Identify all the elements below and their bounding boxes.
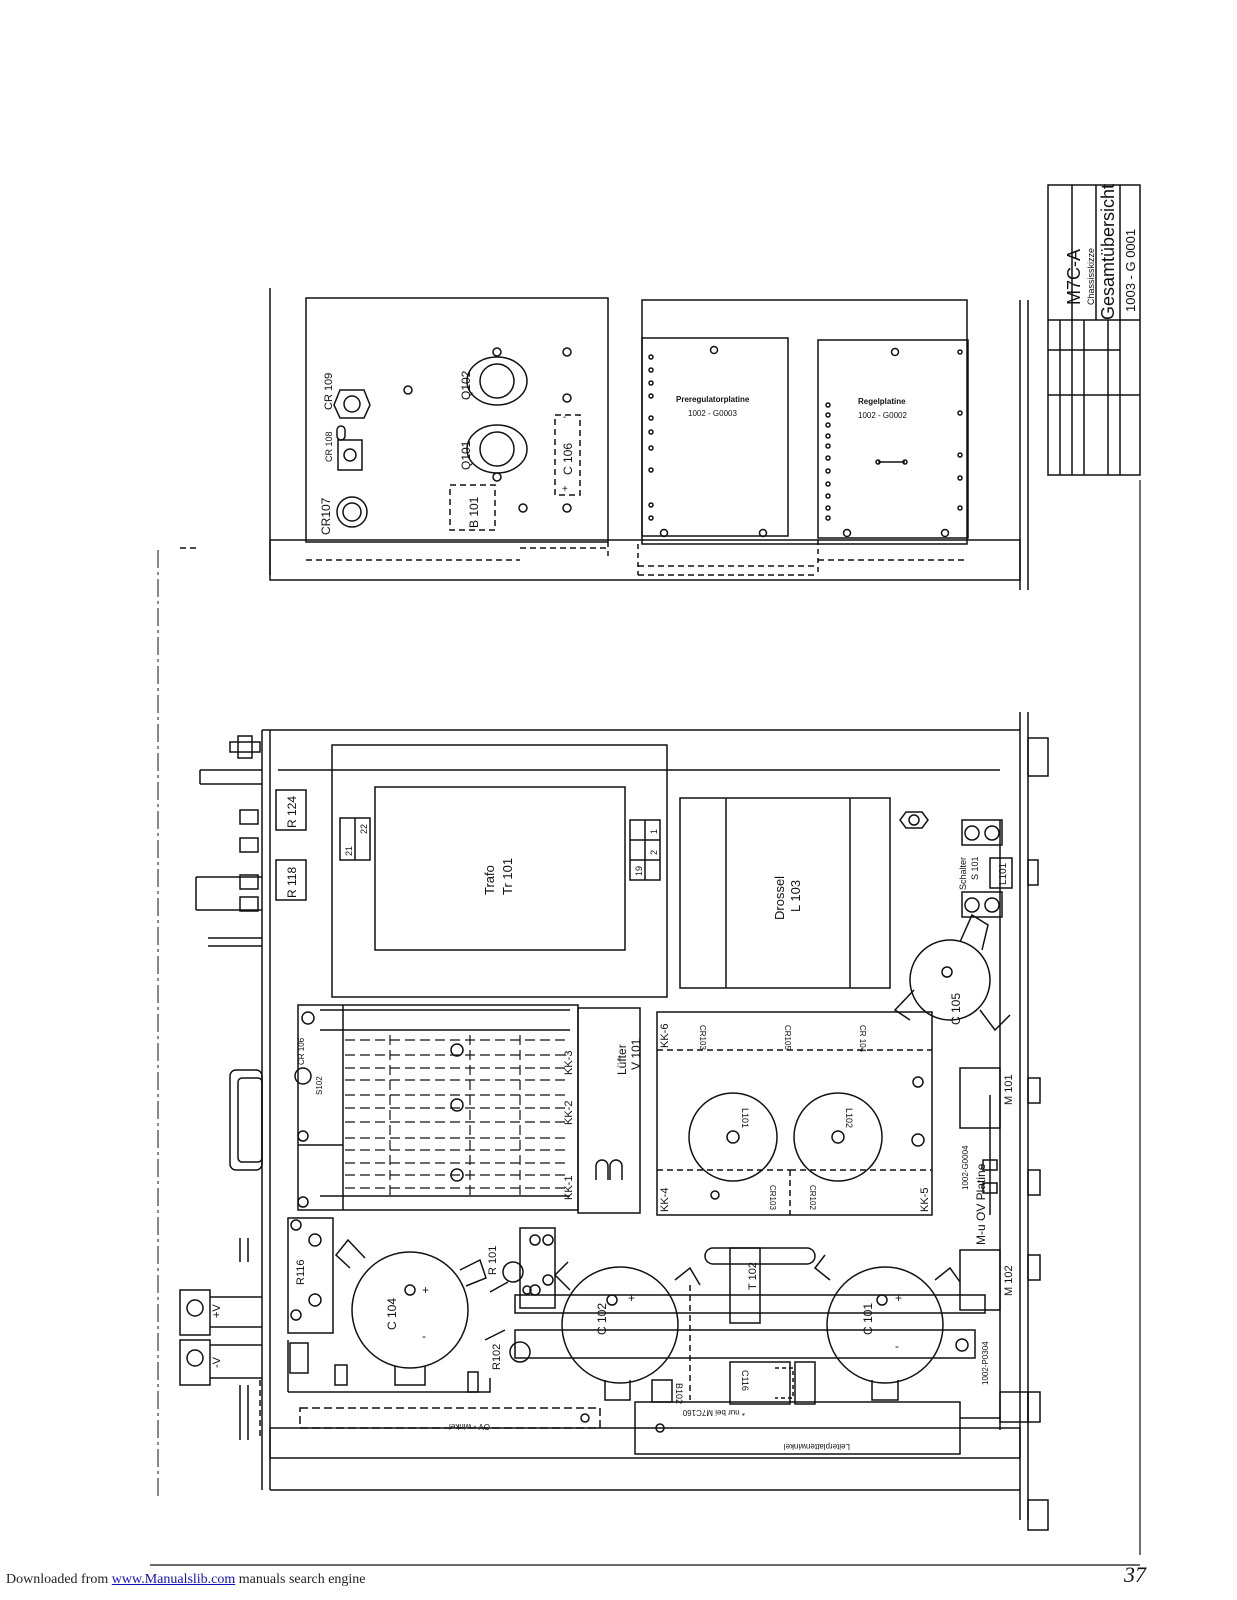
c101-label: C 101 (861, 1303, 875, 1335)
r124-label: R 124 (285, 796, 299, 828)
c106-plus: + (562, 484, 568, 495)
page-number: 37 (1124, 1562, 1146, 1587)
g0004-label: 1002-G0004 (961, 1145, 970, 1190)
cr107-label: CR107 (319, 497, 333, 535)
cr109-label: CR 109 (323, 373, 335, 410)
v101-label: V 101 (629, 1038, 643, 1070)
cr102-label: CR102 (808, 1185, 817, 1210)
cr105-label: CR105 (783, 1025, 792, 1050)
mu-platine-label: M-u OV Platine (974, 1163, 988, 1245)
cr108-label: CR 108 (324, 431, 334, 462)
cr106-label: CR 106 (297, 1037, 306, 1065)
m101-label: M 101 (1003, 1074, 1015, 1105)
main-chassis (179, 712, 1049, 1531)
cr103-top-label: CR103 (698, 1025, 707, 1050)
footer-prefix: Downloaded from (6, 1572, 112, 1587)
p0304-label: 1002-P0304 (981, 1341, 990, 1385)
s101-label: S 101 (970, 856, 980, 880)
q101-label: Q101 (459, 440, 473, 470)
pin-19: 19 (634, 866, 644, 876)
m102-label: M 102 (1003, 1265, 1015, 1296)
b102-label: B102 (674, 1383, 684, 1404)
leiterplatten-label: Leiterplattenwinkel (784, 1442, 850, 1451)
luefter-label: Lüfter (615, 1044, 629, 1075)
r118-label: R 118 (285, 867, 299, 898)
c101-plus: + (895, 1291, 902, 1305)
kk3-label: KK-3 (563, 1051, 575, 1075)
l101-side-label: L101 (998, 862, 1009, 885)
drossel-label: Drossel (772, 876, 787, 920)
prereg-title: Preregulatorplatine (676, 395, 750, 404)
drawing-number: 1003 - G 0001 (1123, 229, 1138, 312)
footer: Downloaded from www.Manualslib.com manua… (6, 1572, 366, 1588)
r116-label: R116 (295, 1260, 307, 1285)
r101-label: R 101 (487, 1246, 499, 1275)
t102-label: T 102 (747, 1262, 759, 1290)
regel-title: Regelplatine (858, 397, 906, 406)
title-block (1047, 184, 1141, 476)
ov-winkel-label: OV - winkel (449, 1422, 490, 1431)
minus-v-label: -V (211, 1356, 223, 1368)
prereg-number: 1002 - G0003 (688, 409, 737, 418)
cr104-label: CR 104 (858, 1025, 867, 1053)
drawing-title: Gesamtübersicht (1098, 184, 1118, 320)
pin-2: 2 (649, 850, 659, 855)
c105-label: C 105 (949, 993, 963, 1025)
c102-plus: + (628, 1291, 635, 1305)
q102-label: Q102 (459, 370, 473, 400)
c106-minus: - (563, 412, 566, 423)
trafo-label: Trafo (482, 865, 497, 895)
c106-label: C 106 (561, 443, 575, 475)
schalter-label: Schalter (958, 857, 968, 890)
l101-label: L101 (740, 1108, 750, 1128)
s102-label: S102 (315, 1076, 324, 1095)
pin-21: 21 (344, 846, 354, 856)
kk6-label: KK-6 (659, 1024, 671, 1048)
b101-label: B 101 (467, 496, 481, 528)
l103-label: L 103 (788, 880, 803, 912)
c104-plus: + (422, 1283, 429, 1297)
c104-minus: - (422, 1329, 426, 1343)
manualslib-link[interactable]: www.Manualslib.com (111, 1572, 236, 1587)
top-view-chassis (180, 288, 1029, 590)
plus-v-label: +V (211, 1304, 223, 1318)
c101-minus: - (895, 1339, 899, 1353)
r102-label: R102 (491, 1344, 503, 1370)
c104-label: C 104 (385, 1298, 399, 1330)
kk1-label: KK-1 (563, 1176, 575, 1200)
l102-label: L102 (844, 1108, 854, 1128)
kk5-label: KK-5 (919, 1188, 931, 1212)
kk2-label: KK-2 (563, 1101, 575, 1125)
tr101-label: Tr 101 (500, 858, 515, 895)
sub-label: Chassisskizze (1086, 248, 1096, 305)
footer-suffix: manuals search engine (235, 1572, 366, 1587)
kk4-label: KK-4 (659, 1188, 671, 1212)
nur-bei-label: * nur bei M7C160 (682, 1408, 745, 1417)
pin-22: 22 (359, 824, 369, 834)
model-label: M7C-A (1064, 249, 1084, 305)
pin-1: 1 (649, 829, 659, 834)
regel-number: 1002 - G0002 (858, 411, 907, 420)
cr103-bottom-label: CR103 (768, 1185, 777, 1210)
c116-label: C116 (740, 1370, 750, 1391)
c102-label: C 102 (595, 1303, 609, 1335)
